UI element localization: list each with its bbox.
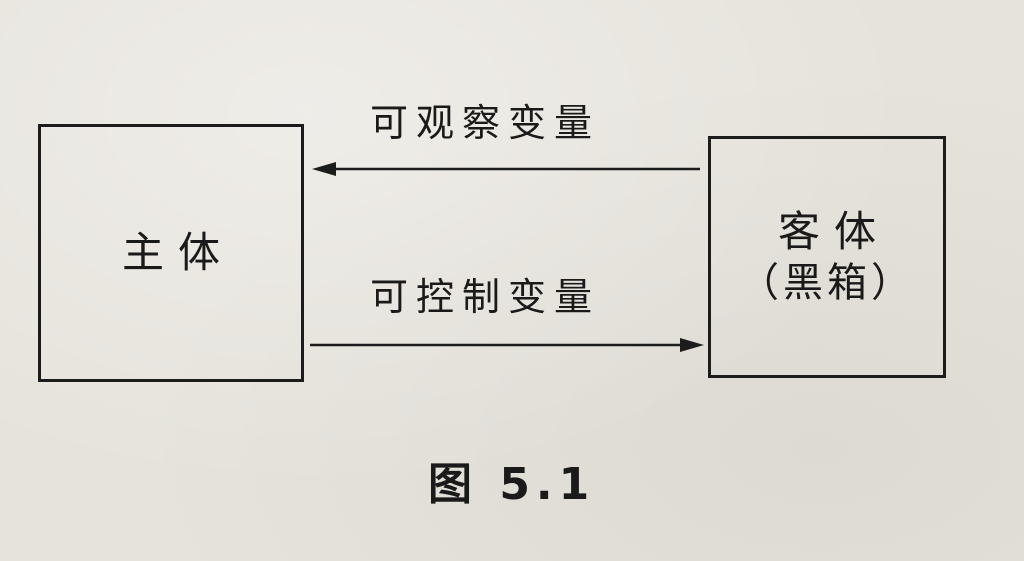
observable-arrowhead <box>312 162 336 176</box>
figure-caption: 图 5.1 <box>428 459 596 510</box>
observable-variables-label: 可观察变量 <box>370 101 601 145</box>
subject-box: 主体 <box>38 124 304 382</box>
controllable-arrowhead <box>680 338 704 352</box>
subject-label: 主体 <box>121 227 234 277</box>
object-label: 客体 <box>777 206 890 256</box>
black-box-label: （黑箱） <box>739 260 915 307</box>
controllable-variables-label: 可控制变量 <box>370 275 601 319</box>
object-box: 客体 （黑箱） <box>708 136 946 378</box>
